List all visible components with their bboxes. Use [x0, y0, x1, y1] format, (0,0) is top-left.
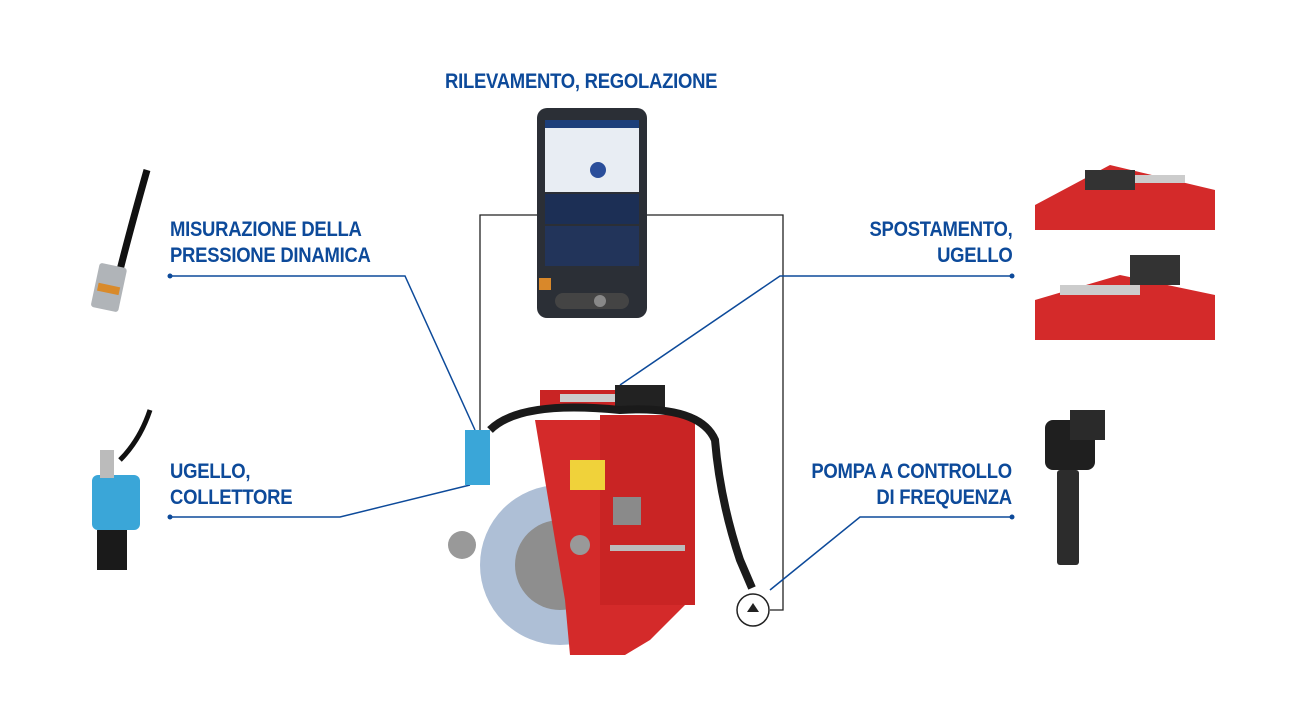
control-wiring — [479, 214, 784, 611]
label-line: PRESSIONE DINAMICA — [170, 244, 371, 267]
nozzle-movement-image-1 — [1035, 165, 1215, 230]
pump-image — [1045, 410, 1105, 565]
label-line: UGELLO, — [170, 460, 251, 483]
label-line: COLLETTORE — [170, 486, 293, 509]
nozzle-collector-image — [92, 409, 153, 570]
label-line: DI FREQUENZA — [876, 486, 1013, 509]
label-line: UGELLO — [936, 244, 1013, 267]
control-panel-image — [537, 108, 647, 318]
label-line: POMPA A CONTROLLO — [811, 460, 1013, 483]
nozzle-movement-image-2 — [1035, 255, 1215, 340]
label-nozzle-collector: UGELLO, COLLETTORE — [170, 459, 293, 511]
label-nozzle-movement: SPOSTAMENTO, UGELLO — [869, 217, 1012, 269]
label-line: SPOSTAMENTO, — [869, 218, 1012, 241]
label-line: MISURAZIONE DELLA — [170, 218, 362, 241]
pressure-sensor-image — [91, 169, 151, 312]
label-dynamic-pressure: MISURAZIONE DELLA PRESSIONE DINAMICA — [170, 217, 371, 269]
machine-image — [448, 385, 756, 655]
callout-lines — [170, 275, 1012, 591]
label-detection-regulation: RILEVAMENTO, REGOLAZIONE — [445, 69, 718, 95]
label-text: RILEVAMENTO, REGOLAZIONE — [445, 70, 718, 93]
label-frequency-pump: POMPA A CONTROLLO DI FREQUENZA — [811, 459, 1013, 511]
